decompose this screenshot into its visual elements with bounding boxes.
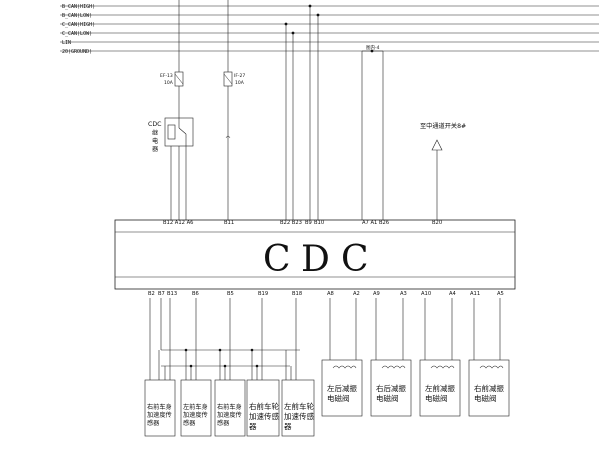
bottom-pin-b19: B19	[258, 291, 268, 297]
bottom-pin-b6: B6	[192, 291, 199, 297]
valve-label-4: 右前减振电磁阀	[474, 384, 504, 403]
top-pins-relay: B12 A12 A6	[163, 220, 193, 226]
bottom-pin-a3: A3	[400, 291, 407, 297]
junction-dots	[284, 4, 374, 53]
bottom-pin-a2: A2	[353, 291, 360, 297]
bus-label-ground: 20(GROUND)	[62, 49, 92, 55]
top-pins-b9: B9	[305, 220, 312, 226]
cdc-module	[114, 219, 516, 290]
bus-label-b-can-low: B_CAN(LOW)	[62, 13, 92, 19]
sensor-label-4: 右前车轮加速传感器	[249, 402, 279, 431]
bottom-pin-b13: B13	[167, 291, 177, 297]
bottom-pin-a9: A9	[373, 291, 380, 297]
sensor-junctions	[184, 348, 259, 368]
switch-arrow-icon	[431, 139, 443, 220]
top-pins-b11: B11	[224, 220, 234, 226]
ground-symbol-icon	[225, 135, 231, 139]
connector-label: 图内-4	[366, 44, 380, 51]
relay-title-2: 继	[152, 129, 158, 137]
bottom-pin-a10: A10	[421, 291, 431, 297]
relay-title-3: 电	[152, 137, 158, 145]
bottom-pin-b5: B5	[227, 291, 234, 297]
bottom-pin-a11: A11	[470, 291, 480, 297]
fuse-if27-rating: 10A	[235, 80, 245, 86]
cdc-relay	[164, 117, 194, 220]
sensor-boxes	[144, 379, 315, 437]
sensor-label-3: 右前车身加速度传感器	[217, 404, 242, 427]
bus-label-c-can-high: C_CAN(HIGH)	[62, 22, 95, 28]
fuse-if27	[223, 71, 233, 220]
relay-title-1: CDC	[148, 121, 161, 128]
bus-label-b-can-high: B_CAN(HIGH)	[62, 4, 95, 10]
top-pins-b10: B10	[314, 220, 324, 226]
fuse-if27-name: IF-27	[234, 73, 245, 79]
valve-label-2: 右后减振电磁阀	[376, 384, 406, 403]
bus-label-lin: LIN	[62, 40, 71, 46]
top-pins-b20: B20	[432, 220, 442, 226]
valve-boxes	[321, 359, 510, 417]
valve-label-3: 左前减振电磁阀	[425, 384, 455, 403]
module-letter-c2: C	[341, 239, 369, 280]
coil-icons	[332, 365, 504, 369]
sensor-label-5: 左前车轮加速传感器	[284, 402, 314, 431]
bus-drops	[178, 0, 384, 220]
switch-label: 至中通道开关8#	[420, 122, 466, 130]
top-pins-b22-b23: B22 B23	[280, 220, 302, 226]
module-letter-d: D	[301, 239, 330, 280]
fuse-ef13	[174, 71, 184, 118]
bottom-pin-a8: A8	[327, 291, 334, 297]
bottom-pin-b2: B2	[148, 291, 155, 297]
bottom-pin-a5: A5	[497, 291, 504, 297]
valve-label-1: 左后减振电磁阀	[327, 384, 357, 403]
bottom-pin-b18: B18	[292, 291, 302, 297]
bottom-pin-b7: B7	[158, 291, 165, 297]
valve-wiring	[329, 298, 501, 362]
bus-label-c-can-low: C_CAN(LOW)	[62, 31, 92, 37]
module-letter-c1: C	[263, 239, 291, 280]
sensor-wiring	[149, 298, 300, 380]
sensor-label-2: 左前车身加速度传感器	[183, 404, 208, 427]
bus-lines	[60, 5, 599, 52]
top-pins-a7-a1-b26: A7 A1 B26	[362, 220, 389, 226]
relay-title-4: 器	[152, 146, 159, 153]
fuse-ef13-name: EF-13	[160, 73, 173, 79]
fuse-ef13-rating: 10A	[164, 80, 174, 86]
sensor-label-1: 右前车身加速度传感器	[147, 404, 172, 427]
bottom-pin-a4: A4	[449, 291, 457, 297]
